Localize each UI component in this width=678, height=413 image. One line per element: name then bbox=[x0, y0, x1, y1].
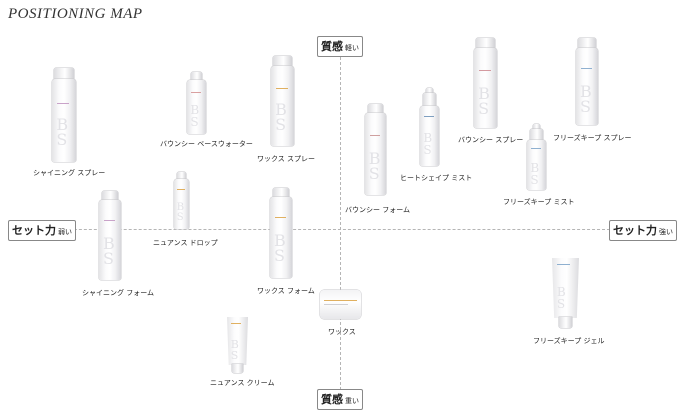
label-heat-shape-mist: ヒートシェイプ ミスト bbox=[400, 174, 473, 182]
label-wax: ワックス bbox=[328, 328, 356, 336]
map-title: POSITIONING MAP bbox=[8, 6, 143, 22]
label-nuance-cream: ニュアンス クリーム bbox=[210, 379, 275, 387]
axis-bottom-sub: 重い bbox=[345, 397, 359, 405]
axis-right-main: セット力 bbox=[613, 224, 657, 237]
product-wax[interactable] bbox=[320, 290, 361, 319]
axis-left-main: セット力 bbox=[12, 224, 56, 237]
vertical-axis-line bbox=[340, 52, 341, 390]
wax-jar bbox=[320, 290, 361, 319]
axis-label-bottom: 質感重い bbox=[317, 389, 363, 410]
label-bouncy-foam: バウンシー フォーム bbox=[345, 206, 411, 214]
axis-left-sub: 弱い bbox=[58, 228, 72, 236]
label-bouncy-spray: バウンシー スプレー bbox=[458, 136, 524, 144]
axis-top-sub: 軽い bbox=[345, 44, 359, 52]
label-shining-foam: シャイニング フォーム bbox=[82, 289, 155, 297]
label-freeze-keep-gel: フリーズキープ ジェル bbox=[533, 337, 605, 345]
axis-label-top: 質感軽い bbox=[317, 36, 363, 57]
horizontal-axis-line bbox=[44, 229, 610, 230]
label-freeze-keep-spray: フリーズキープ スプレー bbox=[553, 134, 632, 142]
label-wax-spray: ワックス スプレー bbox=[257, 155, 316, 163]
axis-right-sub: 強い bbox=[659, 228, 673, 236]
axis-bottom-main: 質感 bbox=[321, 393, 343, 406]
label-nuance-drop: ニュアンス ドロップ bbox=[153, 239, 218, 247]
axis-label-right: セット力強い bbox=[609, 220, 677, 241]
label-shining-spray: シャイニング スプレー bbox=[33, 169, 106, 177]
label-wax-foam: ワックス フォーム bbox=[257, 287, 315, 295]
axis-top-main: 質感 bbox=[321, 40, 343, 53]
axis-label-left: セット力弱い bbox=[8, 220, 76, 241]
label-freeze-keep-mist: フリーズキープ ミスト bbox=[503, 198, 575, 206]
label-bouncy-base-water: バウンシー ベースウォーター bbox=[160, 140, 253, 148]
